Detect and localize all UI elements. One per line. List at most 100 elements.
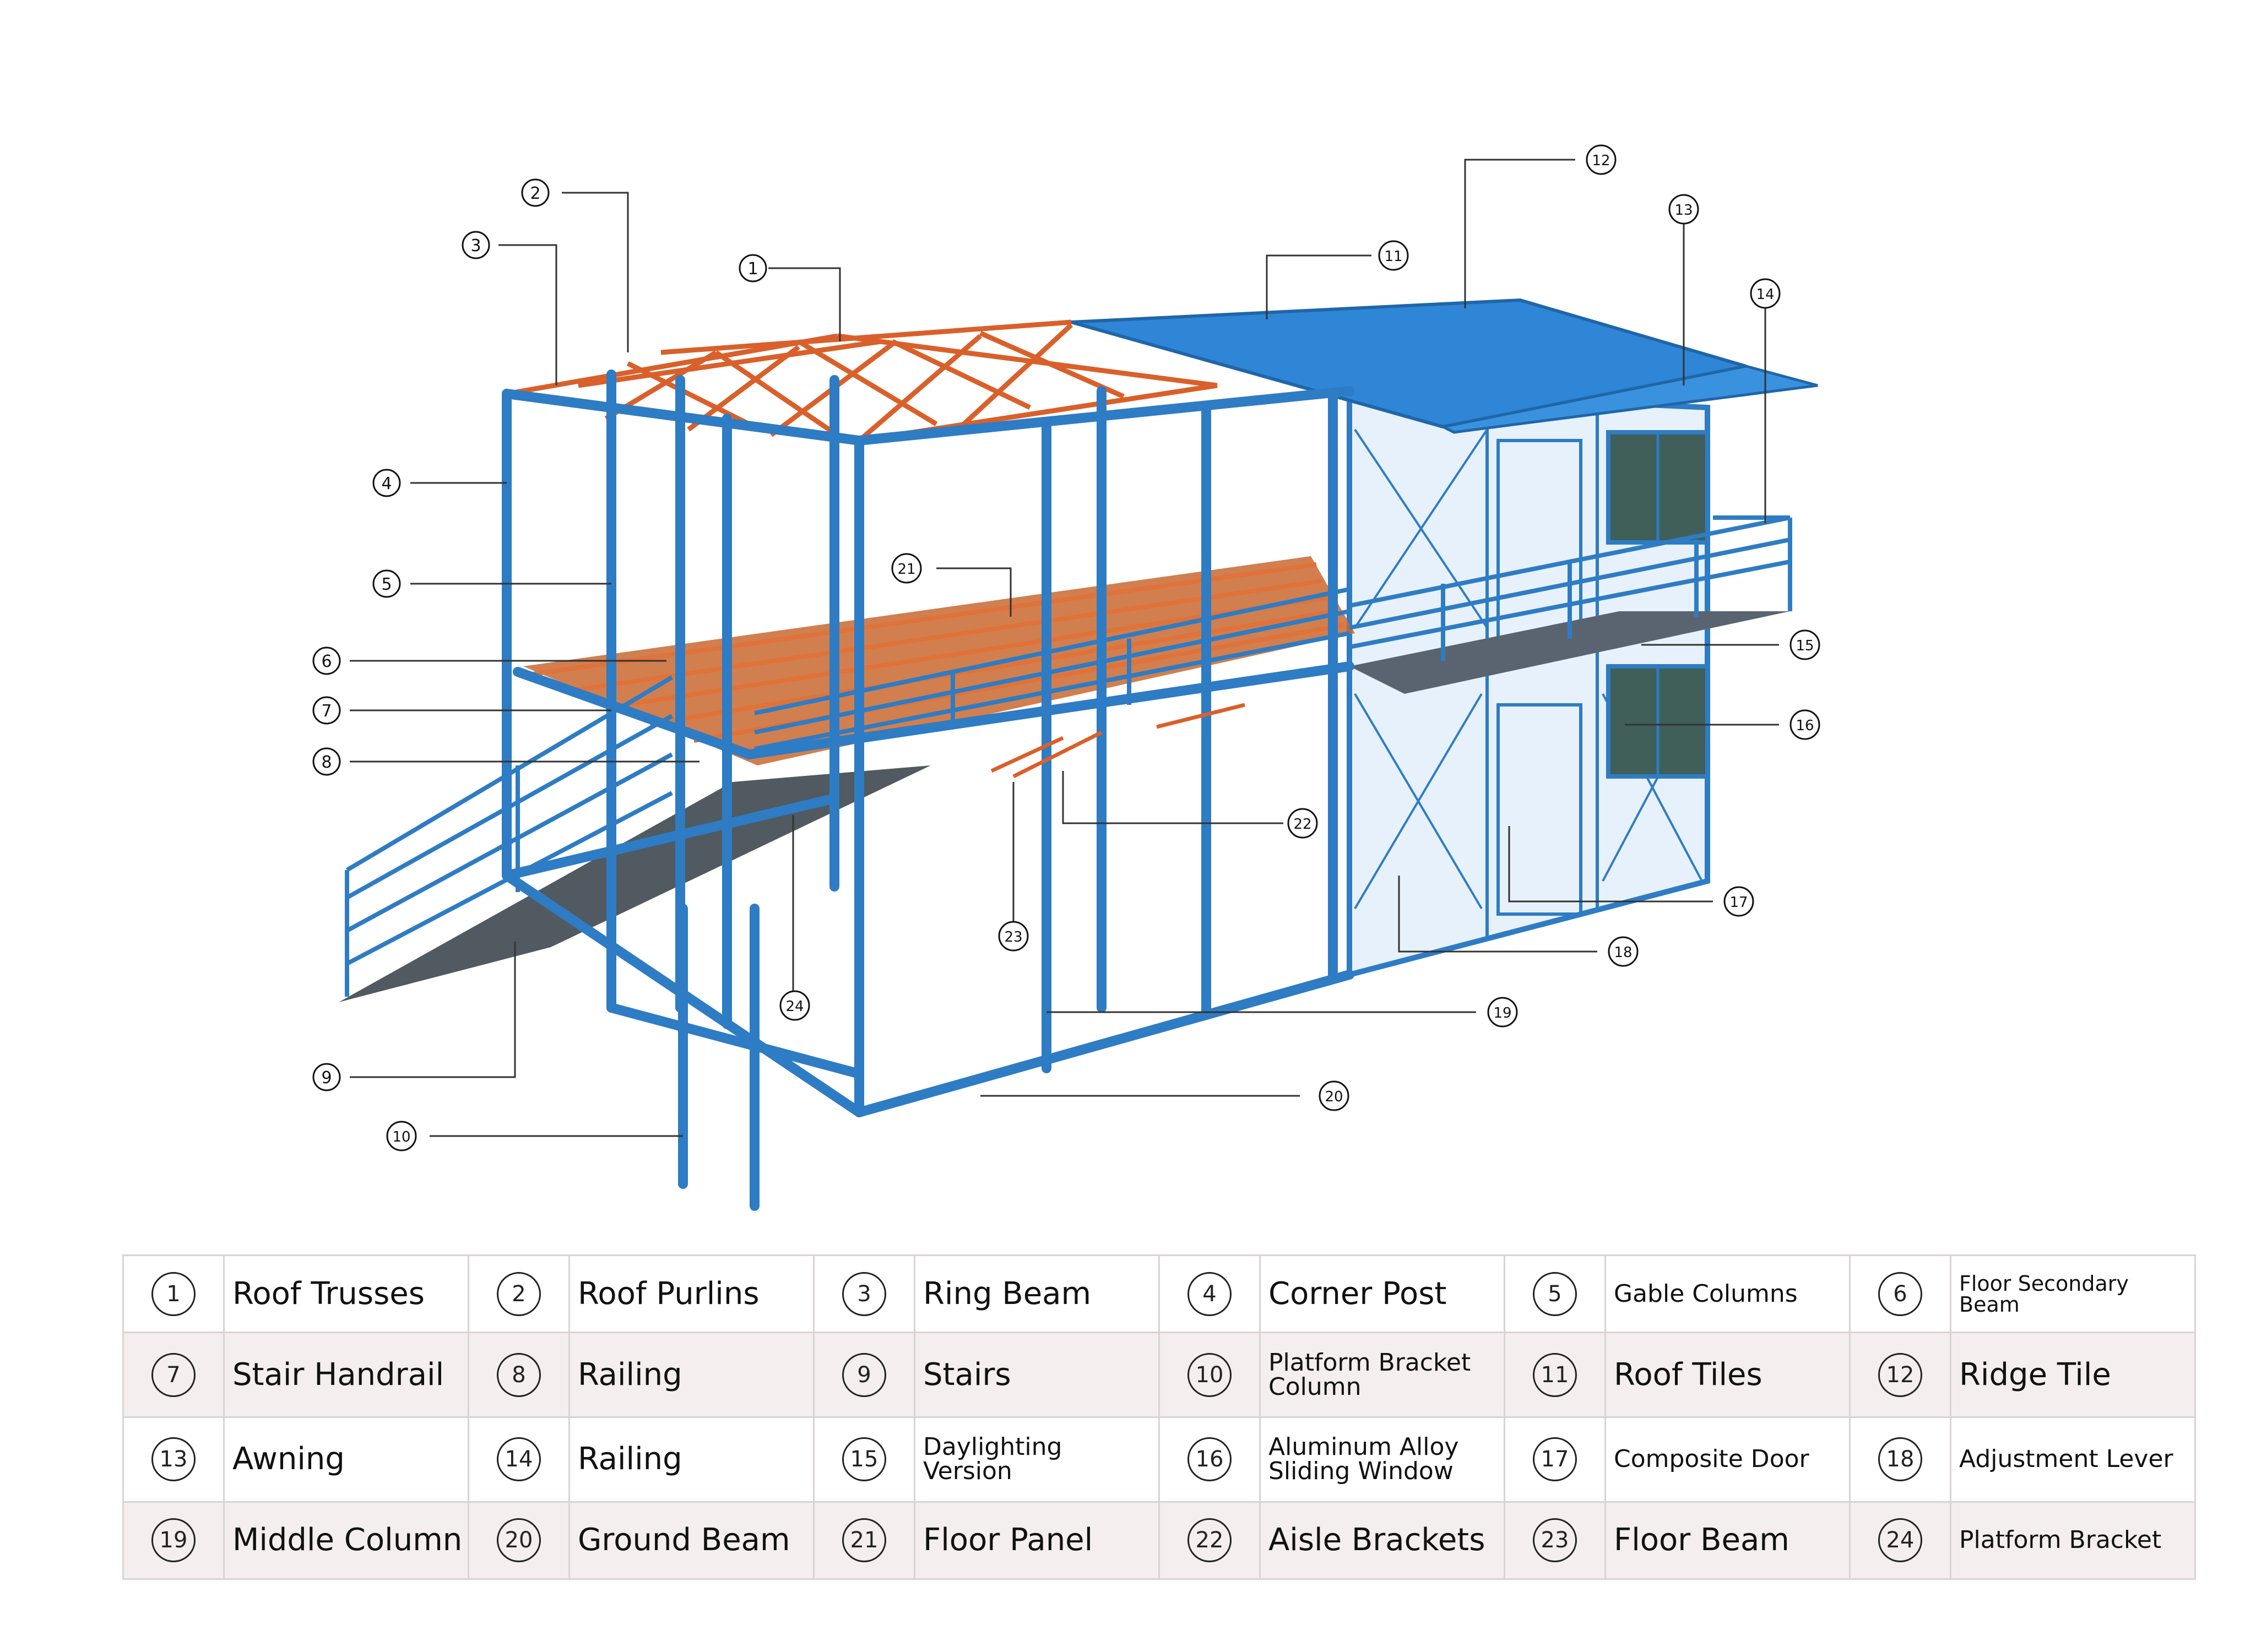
callout-4: 4: [372, 469, 401, 497]
legend-label: Ridge Tile: [1950, 1332, 2196, 1418]
svg-text:9: 9: [321, 1068, 332, 1088]
legend-number: 18: [1878, 1437, 1922, 1482]
legend-number-cell: 1: [122, 1254, 225, 1334]
legend-label: Aluminum Alloy Sliding Window: [1259, 1416, 1505, 1503]
legend-number-cell: 22: [1158, 1501, 1261, 1580]
svg-text:23: 23: [1004, 929, 1022, 945]
callout-8: 8: [312, 747, 341, 776]
legend-label: Railing: [568, 1332, 815, 1418]
callout-7: 7: [312, 696, 341, 725]
railings: [345, 515, 1792, 997]
legend-number-cell: 18: [1849, 1416, 1951, 1503]
legend-number-cell: 4: [1158, 1254, 1261, 1334]
callout-14: 14: [1750, 278, 1781, 309]
callout-1: 1: [739, 254, 767, 282]
awning: [1439, 365, 1818, 434]
callout-15: 15: [1789, 629, 1820, 660]
legend-number: 23: [1533, 1518, 1577, 1563]
legend-number-cell: 6: [1849, 1254, 1951, 1334]
legend-number: 3: [842, 1271, 886, 1316]
callout-markers: 1 2 3 4 5 6 7 8 9 10 11 12 13 14 15 16 1…: [312, 144, 1820, 1151]
legend-number-cell: 9: [813, 1332, 915, 1418]
svg-text:1: 1: [747, 259, 758, 279]
callout-23: 23: [998, 921, 1029, 952]
svg-text:2: 2: [530, 184, 540, 203]
svg-text:3: 3: [470, 236, 481, 256]
svg-text:18: 18: [1614, 944, 1632, 961]
composite-door-lower: [1496, 703, 1582, 916]
upper-walkway: [1349, 611, 1790, 694]
legend-label: Floor Secondary Beam: [1950, 1254, 2196, 1334]
steel-frame: [502, 369, 1354, 1211]
legend-label: Gable Columns: [1604, 1254, 1851, 1334]
legend-number: 9: [842, 1352, 886, 1397]
legend-number: 8: [497, 1352, 541, 1397]
callout-6: 6: [312, 646, 341, 675]
callout-9: 9: [312, 1063, 341, 1091]
callout-11: 11: [1378, 240, 1409, 271]
legend-number-cell: 24: [1849, 1501, 1951, 1580]
svg-text:6: 6: [321, 652, 332, 671]
legend-number-cell: 20: [468, 1501, 570, 1580]
legend-row: 1 Roof Trusses 2 Roof Purlins 3 Ring Bea…: [122, 1254, 2196, 1334]
callout-5: 5: [372, 569, 401, 598]
legend-number-cell: 13: [122, 1416, 225, 1503]
legend-number: 16: [1187, 1437, 1232, 1482]
legend-number-cell: 16: [1158, 1416, 1261, 1503]
legend-label: Awning: [223, 1416, 469, 1503]
svg-text:13: 13: [1674, 202, 1693, 219]
legend-number-cell: 2: [468, 1254, 570, 1334]
svg-text:17: 17: [1729, 894, 1748, 911]
svg-text:10: 10: [392, 1129, 410, 1145]
legend-number-cell: 23: [1504, 1501, 1606, 1580]
legend-row: 7 Stair Handrail 8 Railing 9 Stairs 10 P…: [122, 1332, 2196, 1418]
legend-number-cell: 10: [1158, 1332, 1261, 1418]
stairs: [339, 765, 931, 1002]
legend-number: 15: [842, 1437, 886, 1482]
svg-text:7: 7: [321, 702, 332, 721]
legend-number-cell: 17: [1504, 1416, 1606, 1503]
legend-number-cell: 11: [1504, 1332, 1606, 1418]
legend-label: Middle Column: [223, 1501, 469, 1580]
callout-22: 22: [1287, 808, 1318, 839]
callout-20: 20: [1319, 1080, 1349, 1111]
legend-number: 10: [1187, 1352, 1232, 1397]
legend-number-cell: 7: [122, 1332, 225, 1418]
legend-label: Roof Trusses: [223, 1254, 469, 1334]
legend-label: Railing: [568, 1416, 815, 1503]
legend-label: Stairs: [914, 1332, 1160, 1418]
legend-label: Roof Tiles: [1604, 1332, 1851, 1418]
svg-text:16: 16: [1796, 718, 1814, 734]
legend-number-cell: 19: [122, 1501, 225, 1580]
legend-number: 12: [1878, 1352, 1922, 1397]
legend-number: 17: [1533, 1437, 1577, 1482]
svg-text:15: 15: [1796, 638, 1814, 654]
callout-17: 17: [1723, 886, 1754, 917]
leader-lines: [350, 159, 1779, 1137]
svg-text:12: 12: [1592, 153, 1610, 169]
legend-number-cell: 14: [468, 1416, 570, 1503]
aisle-brackets: [990, 703, 1245, 779]
legend-number: 22: [1187, 1518, 1232, 1563]
legend-number: 20: [497, 1518, 541, 1563]
prefab-house-diagram: 1 2 3 4 5 6 7 8 9 10 11 12 13 14 15 16 1…: [312, 144, 1820, 1211]
legend-label: Stair Handrail: [223, 1332, 469, 1418]
svg-text:20: 20: [1325, 1089, 1343, 1105]
legend-number-cell: 15: [813, 1416, 915, 1503]
component-legend-table: 1 Roof Trusses 2 Roof Purlins 3 Ring Bea…: [122, 1254, 2196, 1580]
svg-text:11: 11: [1384, 248, 1402, 265]
legend-number: 11: [1533, 1352, 1577, 1397]
legend-label: Platform Bracket: [1950, 1501, 2196, 1580]
svg-text:14: 14: [1756, 286, 1774, 303]
legend-label: Ground Beam: [568, 1501, 815, 1580]
legend-number-cell: 3: [813, 1254, 915, 1334]
legend-number: 21: [842, 1518, 886, 1563]
legend-label: Floor Panel: [914, 1501, 1160, 1580]
callout-13: 13: [1668, 194, 1699, 225]
legend-number-cell: 8: [468, 1332, 570, 1418]
callout-2: 2: [521, 178, 550, 207]
callout-18: 18: [1608, 936, 1639, 967]
callout-16: 16: [1789, 709, 1820, 740]
svg-text:5: 5: [381, 575, 392, 594]
legend-label: Adjustment Lever: [1950, 1416, 2196, 1503]
